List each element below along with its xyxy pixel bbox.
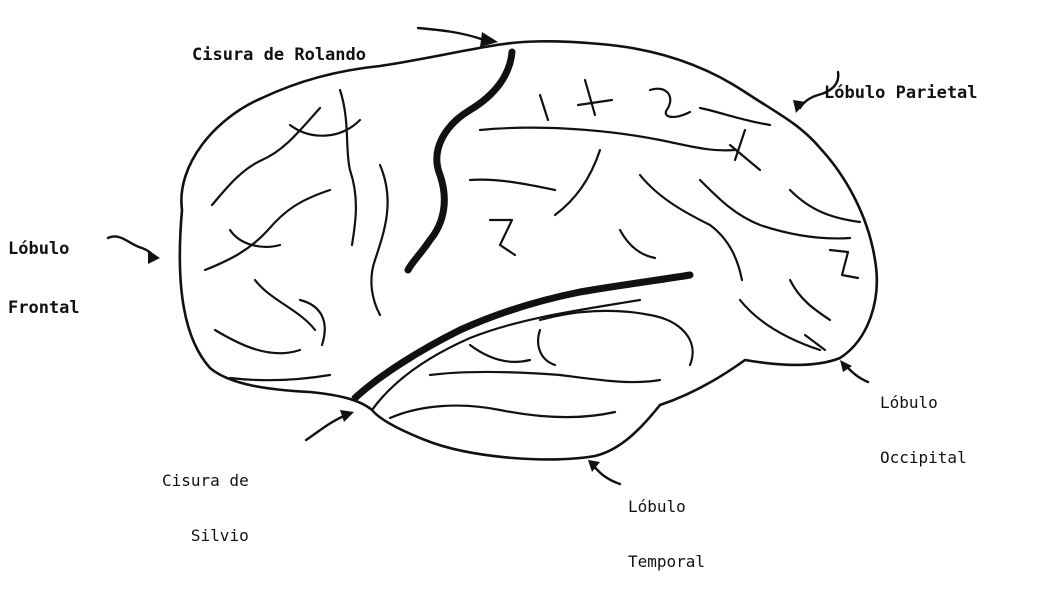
frontal-arrowhead xyxy=(148,250,160,264)
label-lobulo-temporal: Lóbulo Temporal xyxy=(628,461,705,590)
temporal-arrow xyxy=(594,466,620,484)
label-lobulo-frontal-line2: Frontal xyxy=(8,299,80,319)
brain-outline xyxy=(180,41,877,459)
frontal-sulcus-9 xyxy=(300,300,325,345)
temporal-sulcus-1 xyxy=(540,311,693,365)
parietal-sulcus-5 xyxy=(700,108,770,125)
parietal-sulcus-3 xyxy=(578,80,612,115)
parietal-sulcus-2 xyxy=(540,95,548,120)
label-lobulo-temporal-line2: Temporal xyxy=(628,553,705,571)
occipital-sulcus-2 xyxy=(830,250,858,278)
frontal-sulcus-8 xyxy=(371,165,387,315)
label-lobulo-frontal: Lóbulo Frontal xyxy=(8,201,80,338)
label-lobulo-occipital-line2: Occipital xyxy=(880,449,967,467)
parietal-sulcus-9 xyxy=(700,180,850,238)
occipital-sulcus-4 xyxy=(740,300,820,350)
silvio-arrow xyxy=(306,416,344,440)
label-cisura-de-silvio: Cisura de Silvio xyxy=(162,435,249,564)
frontal-sulcus-7 xyxy=(340,90,356,245)
frontal-sulcus-2 xyxy=(290,120,360,136)
label-lobulo-parietal-text: Lóbulo Parietal xyxy=(824,84,978,104)
parietal-sulcus-8 xyxy=(470,180,555,190)
label-cisura-de-rolando: Cisura de Rolando xyxy=(192,7,366,85)
parietal-arrowhead xyxy=(793,100,806,113)
label-cisura-de-rolando-text: Cisura de Rolando xyxy=(192,46,366,66)
occipital-sulcus-1 xyxy=(790,190,860,222)
parietal-sulcus-11 xyxy=(490,220,515,255)
occipital-arrow xyxy=(846,366,868,382)
label-lobulo-temporal-line1: Lóbulo xyxy=(628,498,705,516)
parietal-sulcus-7 xyxy=(555,150,600,215)
parietal-sulcus-12 xyxy=(620,230,655,258)
frontal-sulcus-5 xyxy=(255,280,315,330)
frontal-sulcus-6 xyxy=(215,330,300,353)
frontal-sulcus-3 xyxy=(205,190,330,270)
parietal-sulcus-6 xyxy=(730,130,760,170)
parietal-sulcus-1 xyxy=(480,128,735,151)
parietal-sulcus-4 xyxy=(650,89,690,117)
temporal-sulcus-2 xyxy=(430,372,660,382)
label-cisura-de-silvio-line1: Cisura de xyxy=(162,472,249,490)
rolando-arrow xyxy=(418,28,484,40)
label-lobulo-occipital-line1: Lóbulo xyxy=(880,394,967,412)
temporal-sulcus-3 xyxy=(470,345,530,362)
label-cisura-de-silvio-line2: Silvio xyxy=(162,527,249,545)
occipital-sulcus-3 xyxy=(790,280,830,320)
label-lobulo-frontal-line1: Lóbulo xyxy=(8,240,80,260)
label-lobulo-parietal: Lóbulo Parietal xyxy=(824,45,978,123)
temporal-sulcus-5 xyxy=(538,330,555,365)
silvio-fissure xyxy=(355,275,690,398)
label-lobulo-occipital: Lóbulo Occipital xyxy=(880,357,967,486)
frontal-sulcus-4 xyxy=(230,230,280,247)
frontal-sulcus-10 xyxy=(230,375,330,380)
silvio-arrowhead xyxy=(340,410,354,422)
frontal-sulcus-1 xyxy=(212,108,320,205)
parietal-sulcus-10 xyxy=(640,175,742,280)
rolando-fissure xyxy=(408,52,512,270)
temporal-sulcus-4 xyxy=(390,406,615,418)
